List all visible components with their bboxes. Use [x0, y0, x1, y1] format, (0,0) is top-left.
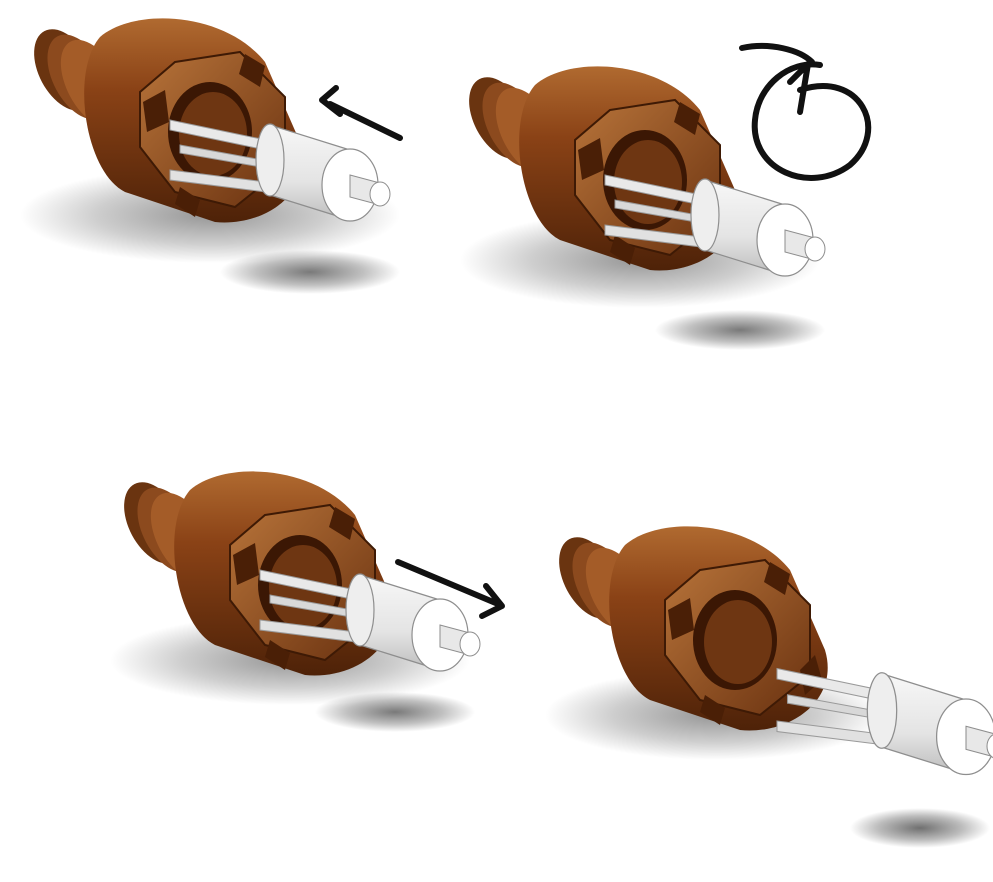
- step-2-panel: [456, 46, 868, 350]
- step-3-panel: [110, 471, 502, 732]
- rotate-clockwise-icon: [742, 46, 868, 178]
- step-1-panel: [20, 18, 400, 294]
- arrow-up-left-icon: [322, 88, 400, 138]
- step-4-panel: [545, 526, 993, 848]
